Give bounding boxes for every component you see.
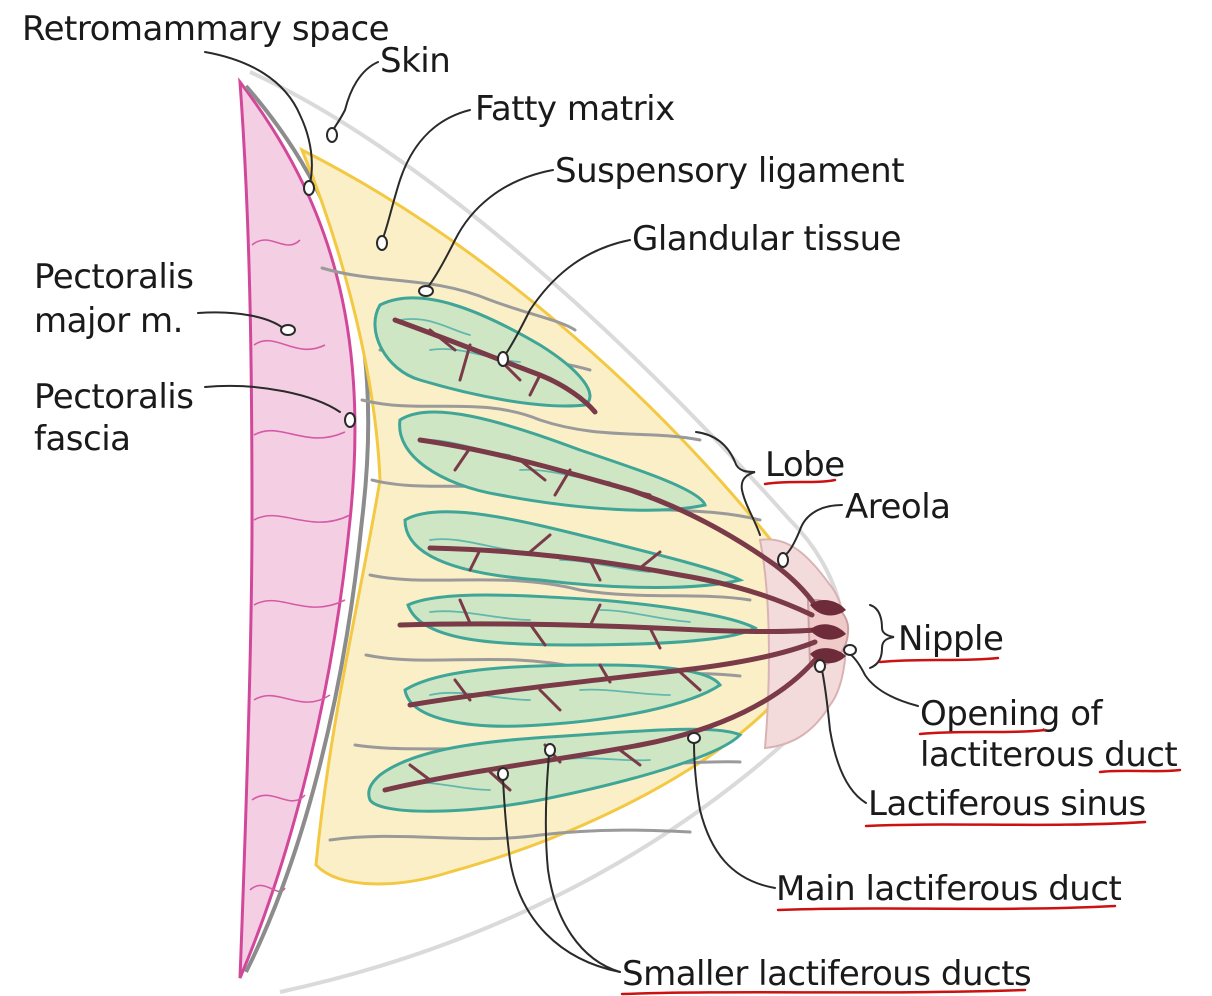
label-retromammary-space: Retromammary space: [22, 9, 389, 49]
label-lobe: Lobe: [765, 445, 845, 485]
label-opening-line1: Opening of: [920, 694, 1104, 734]
label-smaller-lactiferous-ducts: Smaller lactiferous ducts: [622, 954, 1031, 994]
label-glandular-tissue: Glandular tissue: [632, 219, 901, 259]
label-nipple: Nipple: [898, 619, 1003, 659]
label-opening-line2: lactiterous duct: [920, 735, 1177, 775]
lactiferous-sinuses: [810, 600, 846, 663]
label-pectoralis-major-1: Pectoralis: [34, 257, 193, 297]
label-pectoralis-major-2: major m.: [34, 301, 183, 341]
label-opening-word: Opening: [920, 694, 1060, 734]
underline-duct: [1100, 770, 1180, 772]
label-skin: Skin: [380, 41, 450, 81]
label-pectoralis-fascia-1: Pectoralis: [34, 377, 193, 417]
label-duct-word: duct: [1104, 735, 1177, 775]
label-fatty-matrix: Fatty matrix: [475, 89, 675, 129]
label-lactiterous-word: lactiterous: [920, 735, 1094, 775]
label-pectoralis-fascia-2: fascia: [34, 419, 131, 459]
label-of-word: of: [1070, 694, 1103, 734]
label-areola: Areola: [845, 487, 951, 527]
label-main-lactiferous-duct: Main lactiferous duct: [776, 869, 1122, 909]
label-suspensory-ligament: Suspensory ligament: [555, 151, 904, 191]
label-lactiferous-sinus: Lactiferous sinus: [868, 784, 1146, 824]
